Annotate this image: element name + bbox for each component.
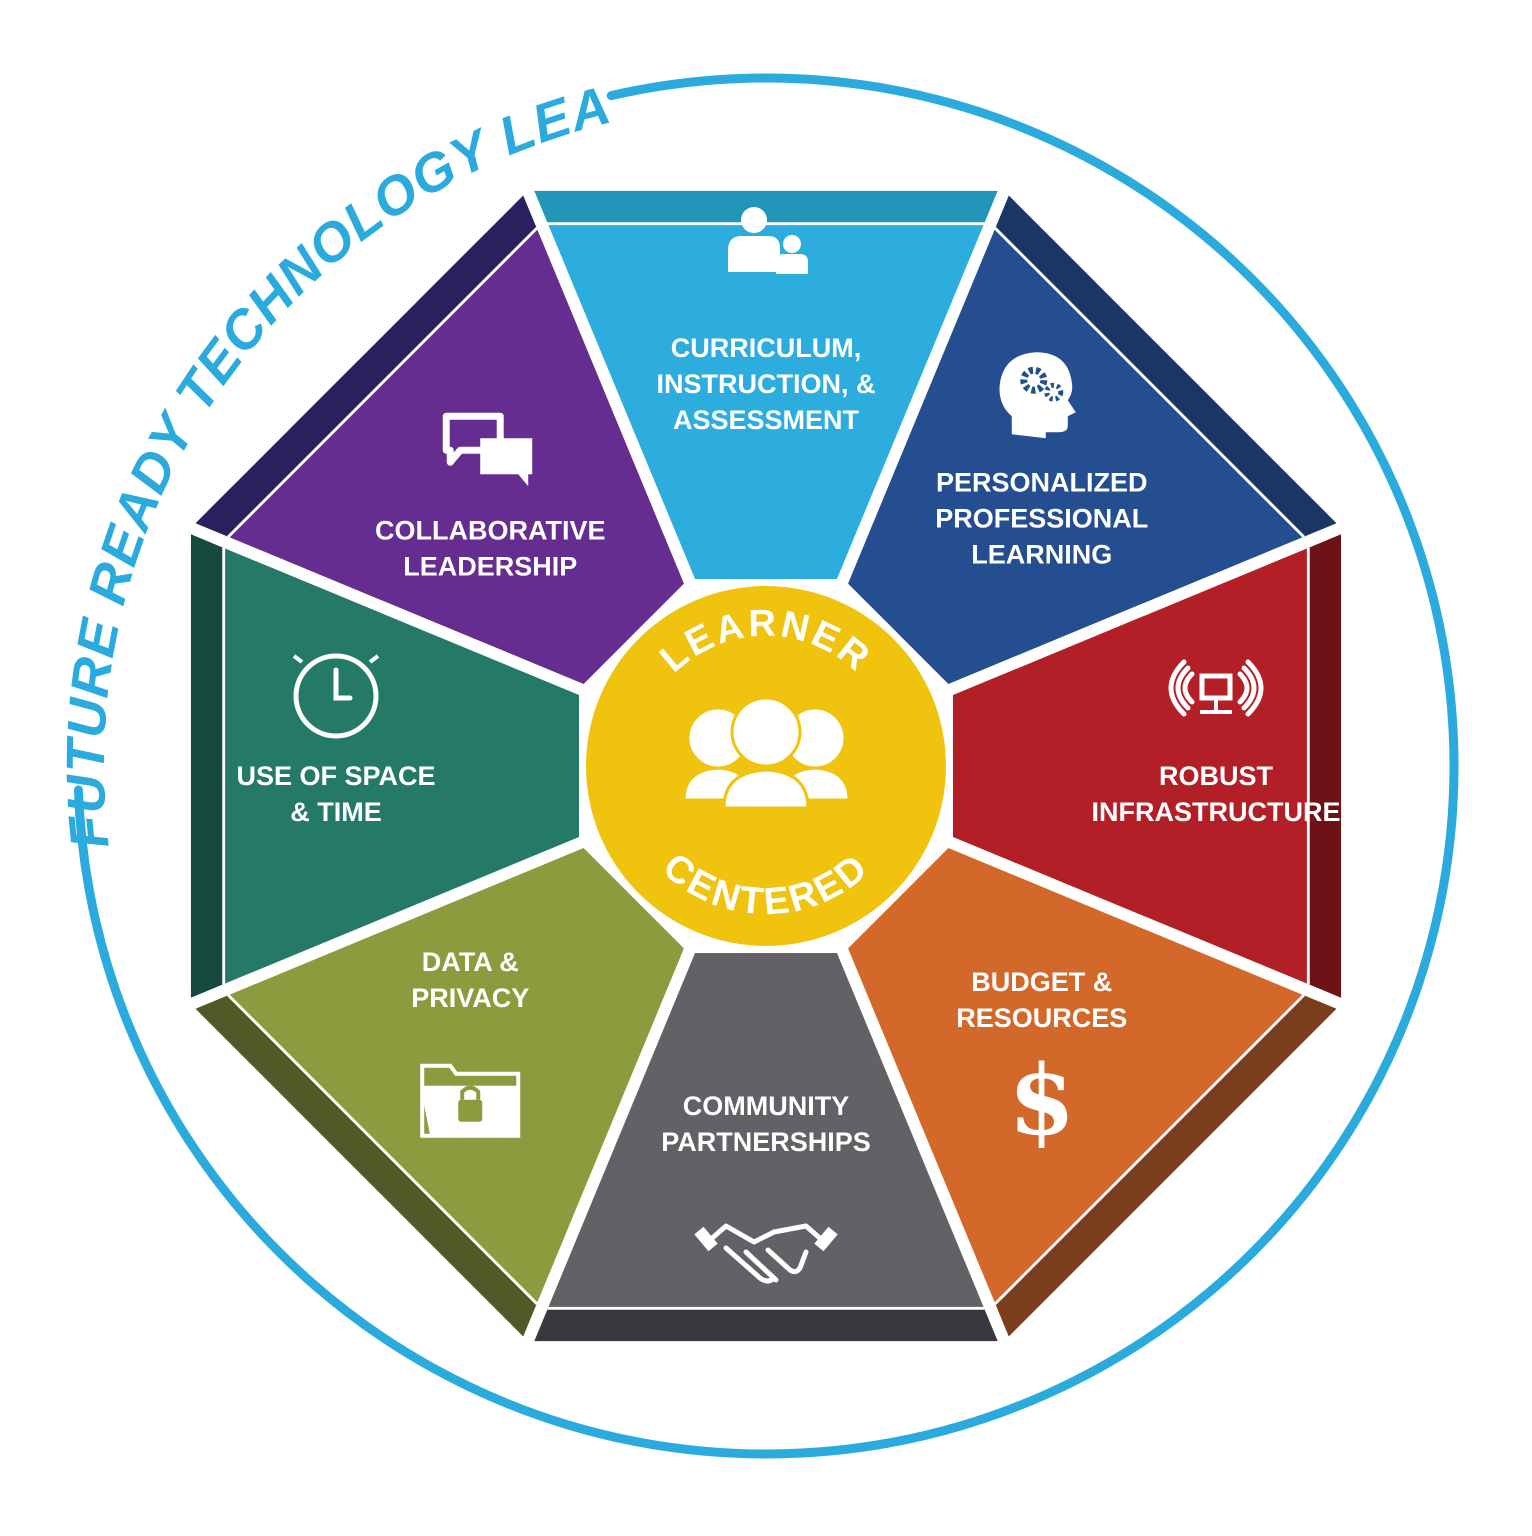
- segment-community-band-text: Expand Learning Beyond the School Day: [575, 1358, 958, 1379]
- segment-budget-wedge: [848, 848, 1303, 1303]
- segment-space-band: [190, 534, 224, 998]
- segment-community: Expand Learning Beyond the School Day COM…: [534, 952, 998, 1379]
- segment-infrastructure-band: [1308, 534, 1342, 998]
- segment-community-band: [534, 1308, 998, 1342]
- center-hub: LEARNER CENTERED: [584, 584, 948, 948]
- segment-personalized-wedge: [848, 229, 1303, 684]
- segment-infrastructure: Build for Innovation ROBUST INFRASTRUCTURE: [952, 534, 1379, 998]
- segment-curriculum-label-line: CURRICULUM,: [671, 333, 861, 363]
- segment-space-label-line: USE OF SPACE: [236, 761, 435, 791]
- segment-infrastructure-wedge: [952, 548, 1307, 984]
- clock-icon: [292, 653, 380, 739]
- head-gears-icon: [999, 352, 1076, 439]
- segment-data-label-line: PRIVACY: [411, 983, 529, 1013]
- segment-curriculum-band-text: Support a Rich Digital Learning Environm…: [557, 153, 976, 174]
- segments-group: Support a Rich Digital Learning Environm…: [153, 153, 1380, 1379]
- wireless-network-icon: [1168, 659, 1264, 717]
- segment-space-label-line: & TIME: [290, 797, 382, 827]
- segment-personalized-label-line: PERSONALIZED: [936, 467, 1148, 497]
- segment-community-label-line: PARTNERSHIPS: [661, 1127, 871, 1157]
- segment-budget-label-line: BUDGET &: [971, 967, 1112, 997]
- segment-personalized-label-line: PROFESSIONAL: [935, 503, 1148, 533]
- segment-space-band-text: Foster Anywhere, Anytime Learning: [153, 599, 174, 933]
- segment-curriculum-band: [534, 190, 998, 224]
- segment-curriculum-label-line: ASSESSMENT: [673, 405, 860, 435]
- segment-curriculum-label-line: INSTRUCTION, &: [657, 369, 876, 399]
- dollar-icon: $: [1008, 1044, 1075, 1157]
- handshake-icon: [694, 1223, 838, 1284]
- svg-text:$: $: [1008, 1044, 1075, 1157]
- segment-infrastructure-band-text: Build for Innovation: [1358, 673, 1379, 858]
- segment-budget-band: [995, 995, 1337, 1337]
- segment-community-label-line: COMMUNITY: [683, 1091, 849, 1121]
- segment-personalized-band: [995, 195, 1337, 537]
- segment-space-wedge: [225, 548, 580, 984]
- segment-data-label-line: DATA &: [422, 947, 519, 977]
- teacher-student-icon: [728, 207, 808, 274]
- segment-infrastructure-label-line: INFRASTRUCTURE: [1092, 797, 1341, 827]
- segment-community-wedge: [548, 952, 984, 1307]
- segment-collaborative-label-line: LEADERSHIP: [403, 551, 577, 581]
- segment-space: Foster Anywhere, Anytime Learning USE OF …: [153, 534, 580, 998]
- chat-bubbles-icon: [442, 412, 533, 487]
- segment-collaborative-band: [195, 195, 537, 537]
- segment-collaborative-label-line: COLLABORATIVE: [375, 515, 606, 545]
- locked-folder-icon: [420, 1063, 521, 1138]
- segment-curriculum: Support a Rich Digital Learning Environm…: [534, 153, 998, 580]
- segment-budget-label-line: RESOURCES: [956, 1003, 1127, 1033]
- segment-data: Ensure Data Safety, Security, & PrivacyD…: [195, 848, 684, 1337]
- people-group-icon: [682, 696, 851, 810]
- segment-infrastructure-label-line: ROBUST: [1159, 761, 1274, 791]
- outer-ring: [73, 73, 1459, 1459]
- segment-personalized-label-line: LEARNING: [971, 539, 1112, 569]
- segment-data-band: [195, 995, 537, 1337]
- segment-curriculum-wedge: [548, 225, 984, 580]
